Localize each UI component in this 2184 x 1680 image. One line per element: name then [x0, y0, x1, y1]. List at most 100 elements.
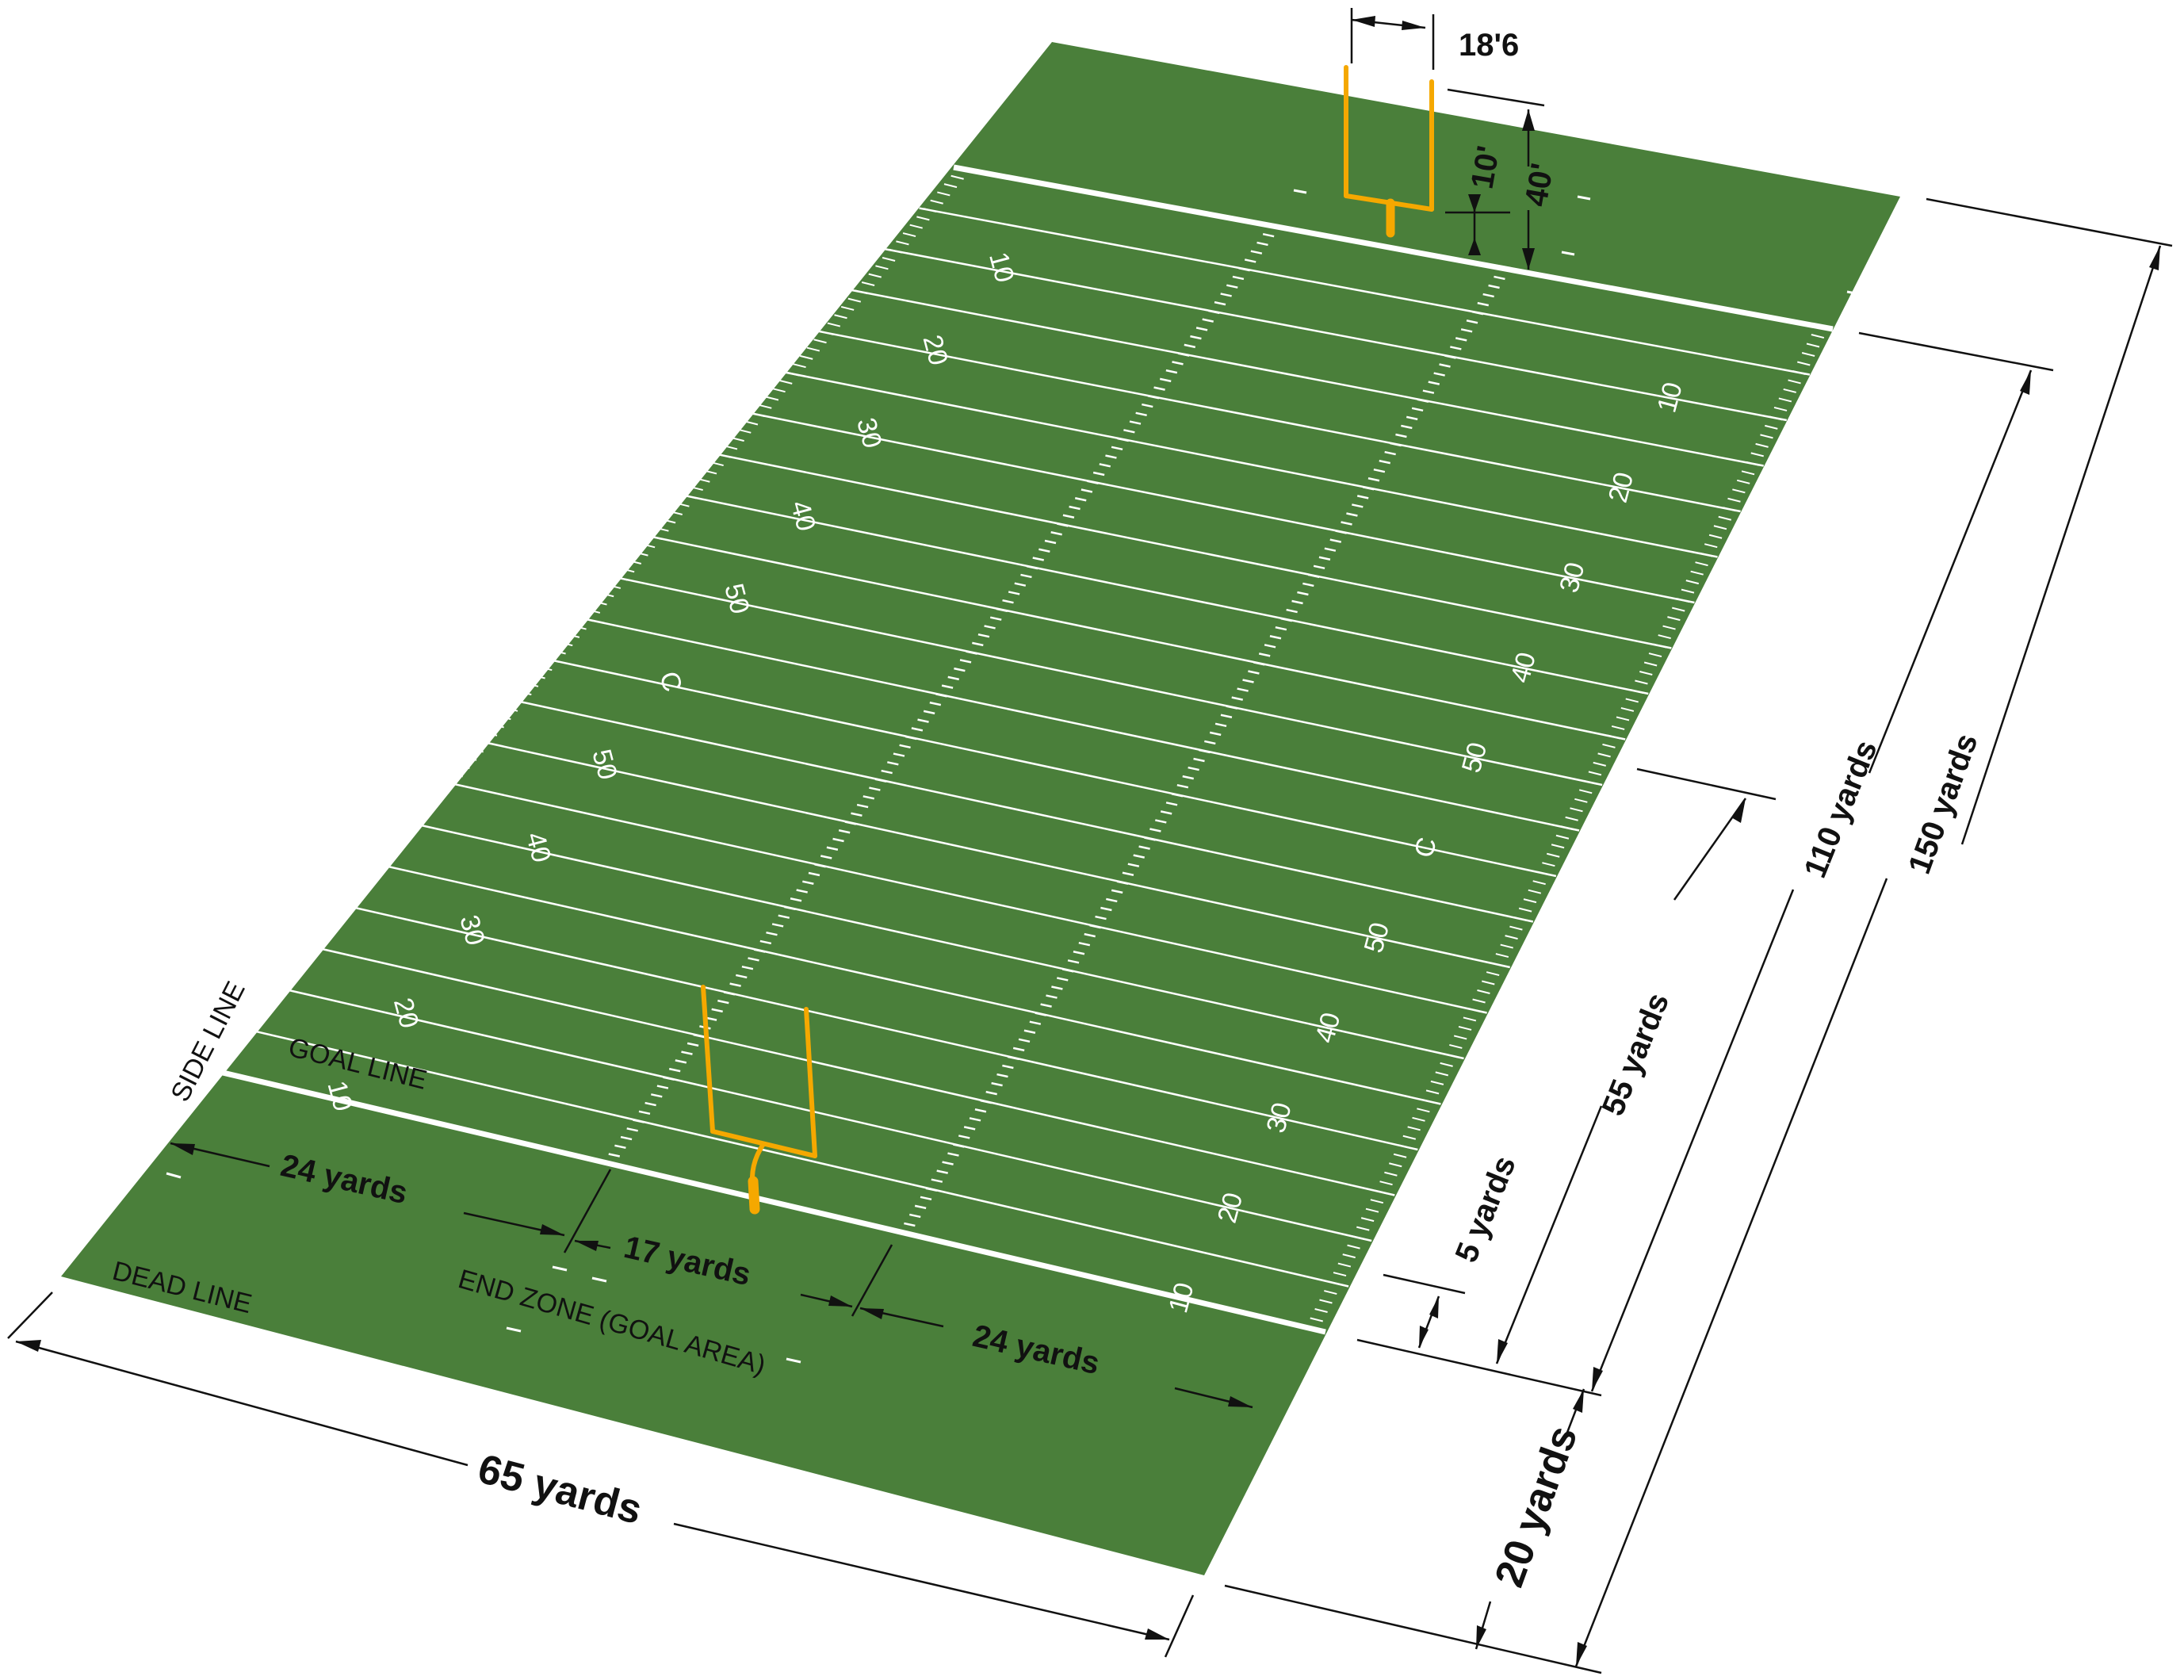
hash-mark	[1133, 854, 1145, 859]
sideline-tick	[457, 764, 470, 770]
yard-line	[678, 493, 1649, 695]
hash-mark	[959, 659, 972, 664]
hash-mark	[972, 641, 984, 647]
hash-mark	[820, 855, 832, 859]
sideline-tick	[861, 281, 875, 286]
sideline-tick	[422, 805, 436, 810]
sideline-tick	[628, 560, 642, 564]
sideline-tick	[778, 379, 793, 385]
hash-mark	[1195, 327, 1208, 331]
hash-mark	[941, 684, 954, 689]
sideline-tick	[532, 674, 545, 679]
hash-mark	[1062, 514, 1075, 519]
sideline-tick	[579, 617, 594, 622]
hash-mark	[1190, 335, 1202, 340]
sideline-tick	[504, 706, 518, 712]
sideline-tick	[463, 756, 477, 761]
sideline-tick	[710, 461, 724, 467]
sideline-tick	[916, 216, 930, 221]
hash-mark	[1182, 775, 1195, 780]
sideline-tick	[1672, 607, 1685, 612]
sideline-tick	[1625, 698, 1639, 703]
sideline-tick	[292, 960, 305, 966]
hash-mark	[1313, 564, 1325, 570]
hash-mark	[899, 744, 911, 749]
hash-mark	[626, 1127, 638, 1132]
hash-mark	[1069, 505, 1081, 511]
sideline-tick	[1518, 907, 1532, 913]
hash-mark	[614, 1144, 626, 1150]
dim-post-height: 40'	[1519, 161, 1561, 209]
sideline-tick	[1333, 1272, 1347, 1277]
hash-mark	[1302, 582, 1314, 587]
hash-mark	[1155, 819, 1167, 824]
hash-mark	[1352, 503, 1364, 508]
sideline-tick	[278, 977, 292, 982]
hash-mark	[1002, 1064, 1014, 1070]
sideline-tick	[669, 511, 683, 516]
sideline-tick	[408, 821, 423, 827]
hash-mark	[1188, 766, 1199, 771]
sideline-tick	[1523, 898, 1537, 904]
hash-mark	[778, 914, 790, 919]
yard-line	[333, 901, 1418, 1151]
dim-five-yards: 5 yards	[1449, 1151, 1523, 1267]
sideline-tick	[1384, 1171, 1398, 1177]
hash-mark	[1129, 420, 1142, 425]
hash-mark	[1057, 977, 1069, 982]
sideline-tick	[1736, 479, 1750, 484]
hash-mark	[620, 1135, 633, 1141]
hash-mark	[644, 1101, 656, 1107]
sideline-tick	[1773, 406, 1788, 411]
sideline-tick	[1425, 1089, 1440, 1095]
hash-mark	[1373, 468, 1386, 473]
sideline-tick	[484, 731, 498, 737]
sideline-tick	[1528, 889, 1542, 894]
sideline-tick	[1449, 1043, 1463, 1049]
hash-mark	[974, 1108, 987, 1113]
hash-mark	[638, 1110, 651, 1116]
hash-mark	[1390, 442, 1402, 447]
hash-mark	[790, 897, 802, 902]
sideline-tick	[237, 1026, 251, 1031]
sideline-tick	[251, 1009, 264, 1015]
sideline-tick	[772, 388, 786, 393]
hash-mark	[1095, 915, 1107, 920]
hash-mark	[958, 1135, 970, 1139]
sideline-tick	[813, 339, 827, 344]
hash-mark	[1116, 880, 1129, 886]
sideline-tick	[299, 952, 312, 958]
hash-mark	[931, 1178, 943, 1183]
hash-mark	[1176, 783, 1189, 789]
sideline-tick	[868, 273, 882, 278]
hash-mark	[985, 1090, 997, 1096]
sideline-tick	[1792, 370, 1806, 375]
hash-mark	[1067, 959, 1080, 964]
hash-mark	[1401, 424, 1413, 430]
sideline-tick	[1783, 388, 1796, 393]
sideline-tick	[1417, 1108, 1430, 1113]
sideline-tick	[889, 248, 902, 254]
sideline-tick	[1700, 552, 1713, 557]
hash-mark	[844, 821, 857, 825]
sideline-tick	[752, 412, 765, 418]
yard-line	[264, 983, 1372, 1242]
sideline-tick	[635, 551, 648, 557]
hash-mark	[1081, 488, 1093, 493]
hash-mark	[1253, 661, 1265, 666]
hash-mark	[1307, 573, 1320, 579]
sideline-tick	[902, 232, 916, 238]
yard-line	[574, 615, 1580, 832]
sideline-tick	[1760, 434, 1773, 439]
hash-mark	[1439, 363, 1451, 368]
sideline-tick	[690, 486, 703, 492]
hash-mark	[1286, 608, 1298, 614]
hash-mark	[1466, 320, 1478, 324]
hash-mark	[1264, 644, 1276, 649]
hash-mark	[980, 1099, 993, 1104]
hash-mark	[936, 1169, 948, 1174]
hash-mark	[1044, 539, 1057, 545]
hash-mark	[668, 1067, 681, 1073]
sideline-tick	[1509, 925, 1523, 931]
